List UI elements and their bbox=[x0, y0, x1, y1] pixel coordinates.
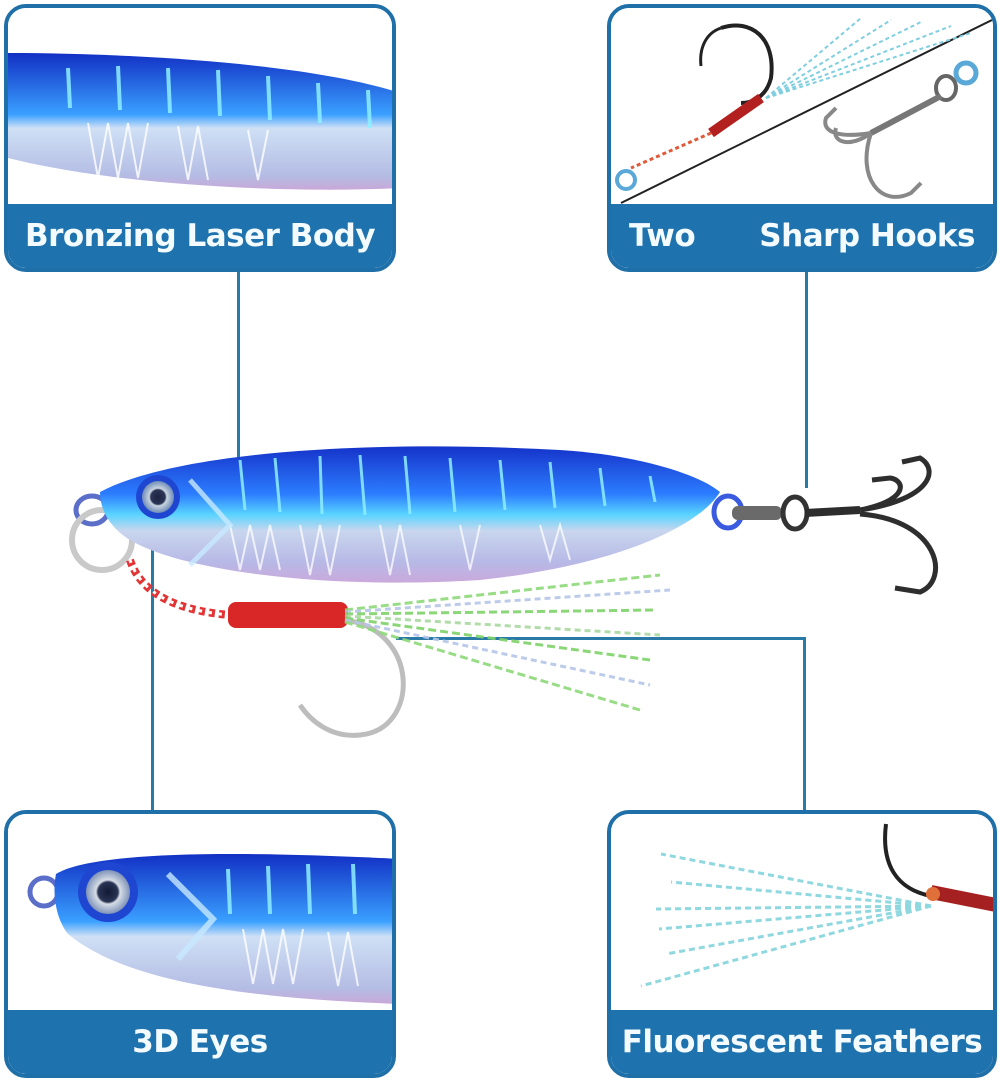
eye-closeup-image bbox=[8, 814, 392, 1014]
callout-label: Two Sharp Hooks bbox=[611, 204, 993, 268]
connector-body bbox=[237, 270, 240, 460]
callout-fluorescent-feathers: Fluorescent Feathers bbox=[607, 810, 997, 1078]
callout-two-sharp-hooks: Two Sharp Hooks bbox=[607, 4, 997, 272]
connector-feathers-v bbox=[803, 637, 806, 813]
body-closeup-image bbox=[8, 8, 392, 208]
callout-label: Fluorescent Feathers bbox=[611, 1010, 993, 1074]
fluorescent-feathers-text: Fluorescent Feathers bbox=[621, 1024, 983, 1060]
callout-3d-eyes: 3D Eyes bbox=[4, 810, 396, 1078]
hooks-closeup-image bbox=[611, 8, 993, 208]
connector-feathers-h bbox=[396, 637, 806, 640]
3d-eyes-text: 3D Eyes bbox=[132, 1024, 268, 1060]
callout-label: 3D Eyes bbox=[8, 1010, 392, 1074]
callout-bronzing-laser-body: Bronzing Laser Body bbox=[4, 4, 396, 272]
product-image bbox=[60, 430, 960, 760]
two-text: Two bbox=[629, 218, 696, 254]
callout-label: Bronzing Laser Body bbox=[8, 204, 392, 268]
feathers-closeup-image bbox=[611, 814, 993, 1014]
bronzing-laser-body-text: Bronzing Laser Body bbox=[24, 218, 376, 254]
sharp-hooks-text: Sharp Hooks bbox=[759, 218, 975, 254]
connector-eyes bbox=[151, 528, 154, 812]
connector-hooks bbox=[805, 270, 808, 488]
